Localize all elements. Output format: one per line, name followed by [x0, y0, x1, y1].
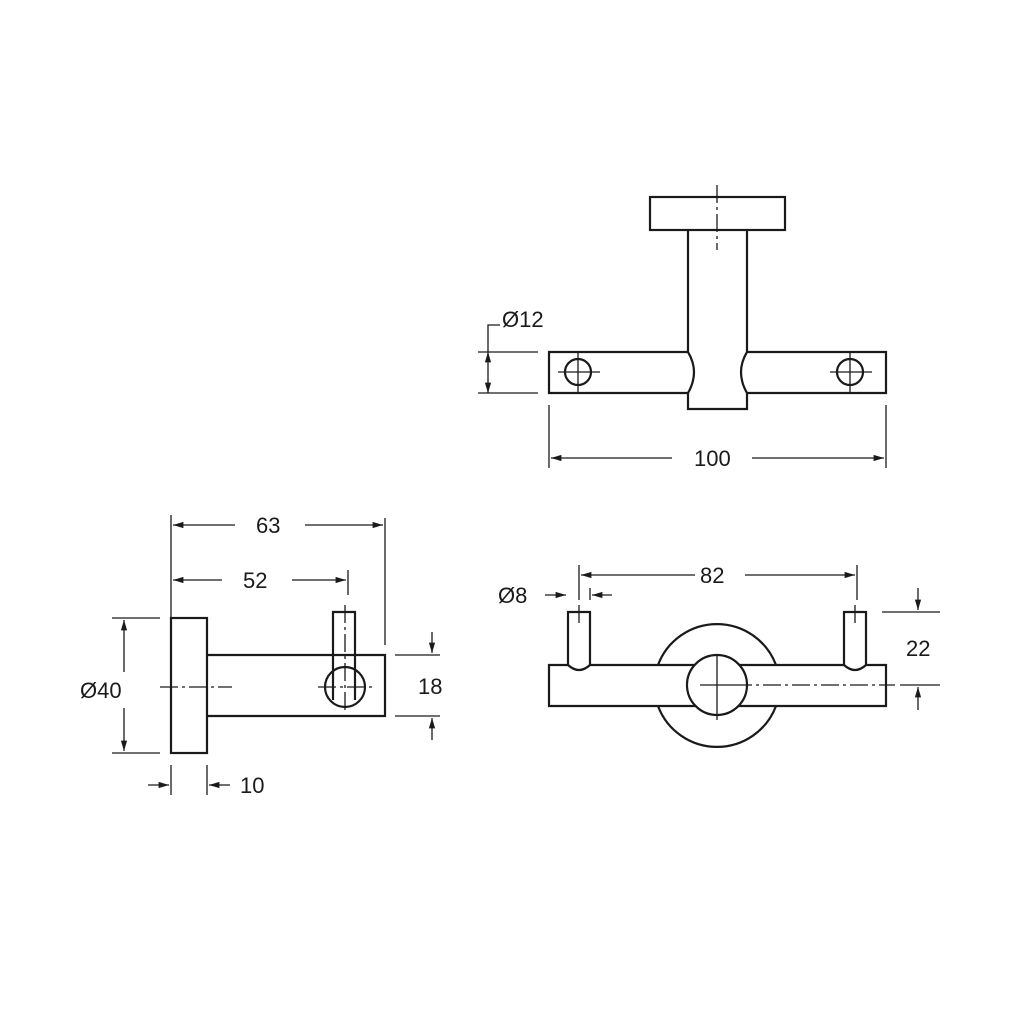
depth-to-hook-label: 52: [243, 568, 267, 593]
plate-thickness-label: 10: [240, 773, 264, 798]
plate-diameter-label: Ø40: [80, 678, 122, 703]
top-view: Ø12 100: [478, 185, 888, 471]
arm-height-label: 18: [418, 674, 442, 699]
left-peg: [566, 610, 592, 672]
side-plate: [169, 616, 209, 755]
left-bar: [547, 350, 688, 395]
side-arm: [207, 653, 387, 718]
overall-width-label: 100: [694, 446, 731, 471]
depth-total-label: 63: [256, 513, 280, 538]
right-bar: [747, 350, 888, 395]
side-hook: [331, 610, 357, 700]
right-peg: [842, 610, 868, 672]
peg-height-label: 22: [906, 636, 930, 661]
peg-diameter-label: Ø8: [498, 583, 527, 608]
front-plate: [656, 622, 778, 749]
peg-spacing-label: 82: [700, 563, 724, 588]
side-view: 63 52 Ø40 18 10: [80, 513, 442, 798]
front-view: 82 Ø8 22: [498, 563, 940, 749]
stem: [686, 230, 749, 411]
hole-diameter-label: Ø12: [502, 307, 544, 332]
